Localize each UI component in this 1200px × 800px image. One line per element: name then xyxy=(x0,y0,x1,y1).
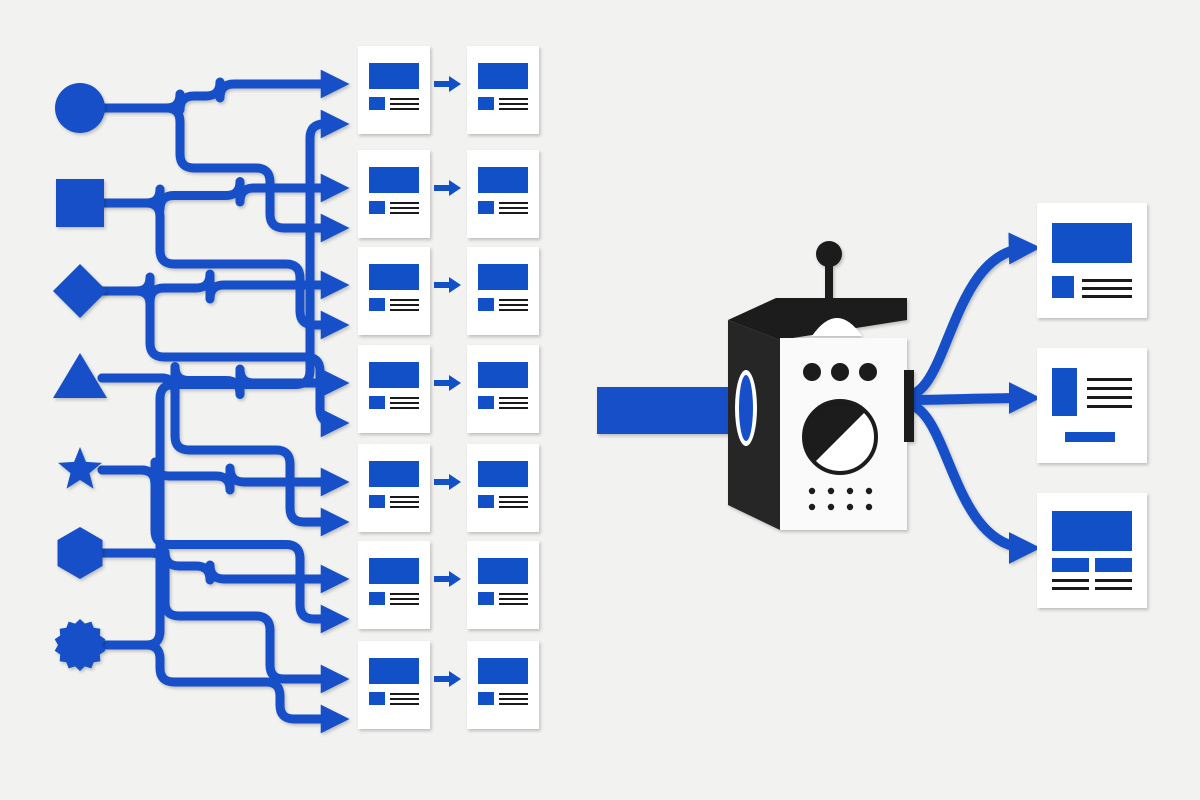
source-shapes xyxy=(53,83,107,671)
document-card xyxy=(358,247,430,335)
output-documents xyxy=(1037,203,1147,608)
layout-grid xyxy=(1037,493,1147,608)
document-card xyxy=(467,150,539,238)
route-line xyxy=(97,465,350,634)
document-card xyxy=(467,541,539,629)
circle-icon xyxy=(55,83,105,133)
arrow-right-icon xyxy=(434,671,461,687)
route-line xyxy=(97,103,350,243)
route-line xyxy=(97,109,350,650)
layout-sidebar-text xyxy=(1037,348,1147,463)
document-cards xyxy=(358,46,539,729)
indicator-lights xyxy=(803,363,877,381)
output-branches xyxy=(900,232,1041,564)
route-line xyxy=(97,198,350,340)
square-icon xyxy=(56,179,104,227)
route-line xyxy=(97,373,350,537)
vent-dot xyxy=(827,487,835,495)
arrow-right-icon xyxy=(434,375,461,391)
indicator-light xyxy=(831,363,849,381)
diamond-icon xyxy=(53,264,107,318)
vent-dot xyxy=(865,487,873,495)
hexagon-icon xyxy=(57,527,103,579)
route-line xyxy=(97,269,350,307)
indicator-light xyxy=(859,363,877,381)
document-card xyxy=(358,150,430,238)
arrow-right-icon xyxy=(434,180,461,196)
vent-dots xyxy=(808,487,873,511)
document-card xyxy=(467,641,539,729)
document-card xyxy=(358,641,430,729)
star-icon xyxy=(58,447,102,489)
route-line xyxy=(97,173,350,214)
document-card xyxy=(358,46,430,134)
triangle-icon xyxy=(53,353,107,398)
processing-machine xyxy=(728,241,914,530)
vent-dot xyxy=(827,503,835,511)
document-card xyxy=(467,46,539,134)
badge-icon xyxy=(54,619,106,671)
route-line xyxy=(97,286,350,438)
document-card xyxy=(358,345,430,433)
document-card xyxy=(358,541,430,629)
vent-dot xyxy=(846,503,854,511)
layout-header-text xyxy=(1037,203,1147,318)
routing-lines xyxy=(97,69,350,734)
arrow-right-icon xyxy=(434,277,461,293)
input-pipe xyxy=(597,387,747,434)
vent-dot xyxy=(808,503,816,511)
route-line xyxy=(97,69,350,115)
vent-dot xyxy=(846,487,854,495)
vent-dot xyxy=(808,487,816,495)
document-card xyxy=(467,444,539,532)
dial-icon xyxy=(802,399,878,475)
arrow-right-icon xyxy=(434,571,461,587)
arrow-right-icon xyxy=(434,474,461,490)
indicator-light xyxy=(803,363,821,381)
route-line xyxy=(97,640,350,734)
document-card xyxy=(467,345,539,433)
document-card xyxy=(467,247,539,335)
arrow-right-icon xyxy=(434,76,461,92)
vent-dot xyxy=(865,503,873,511)
document-card xyxy=(358,444,430,532)
